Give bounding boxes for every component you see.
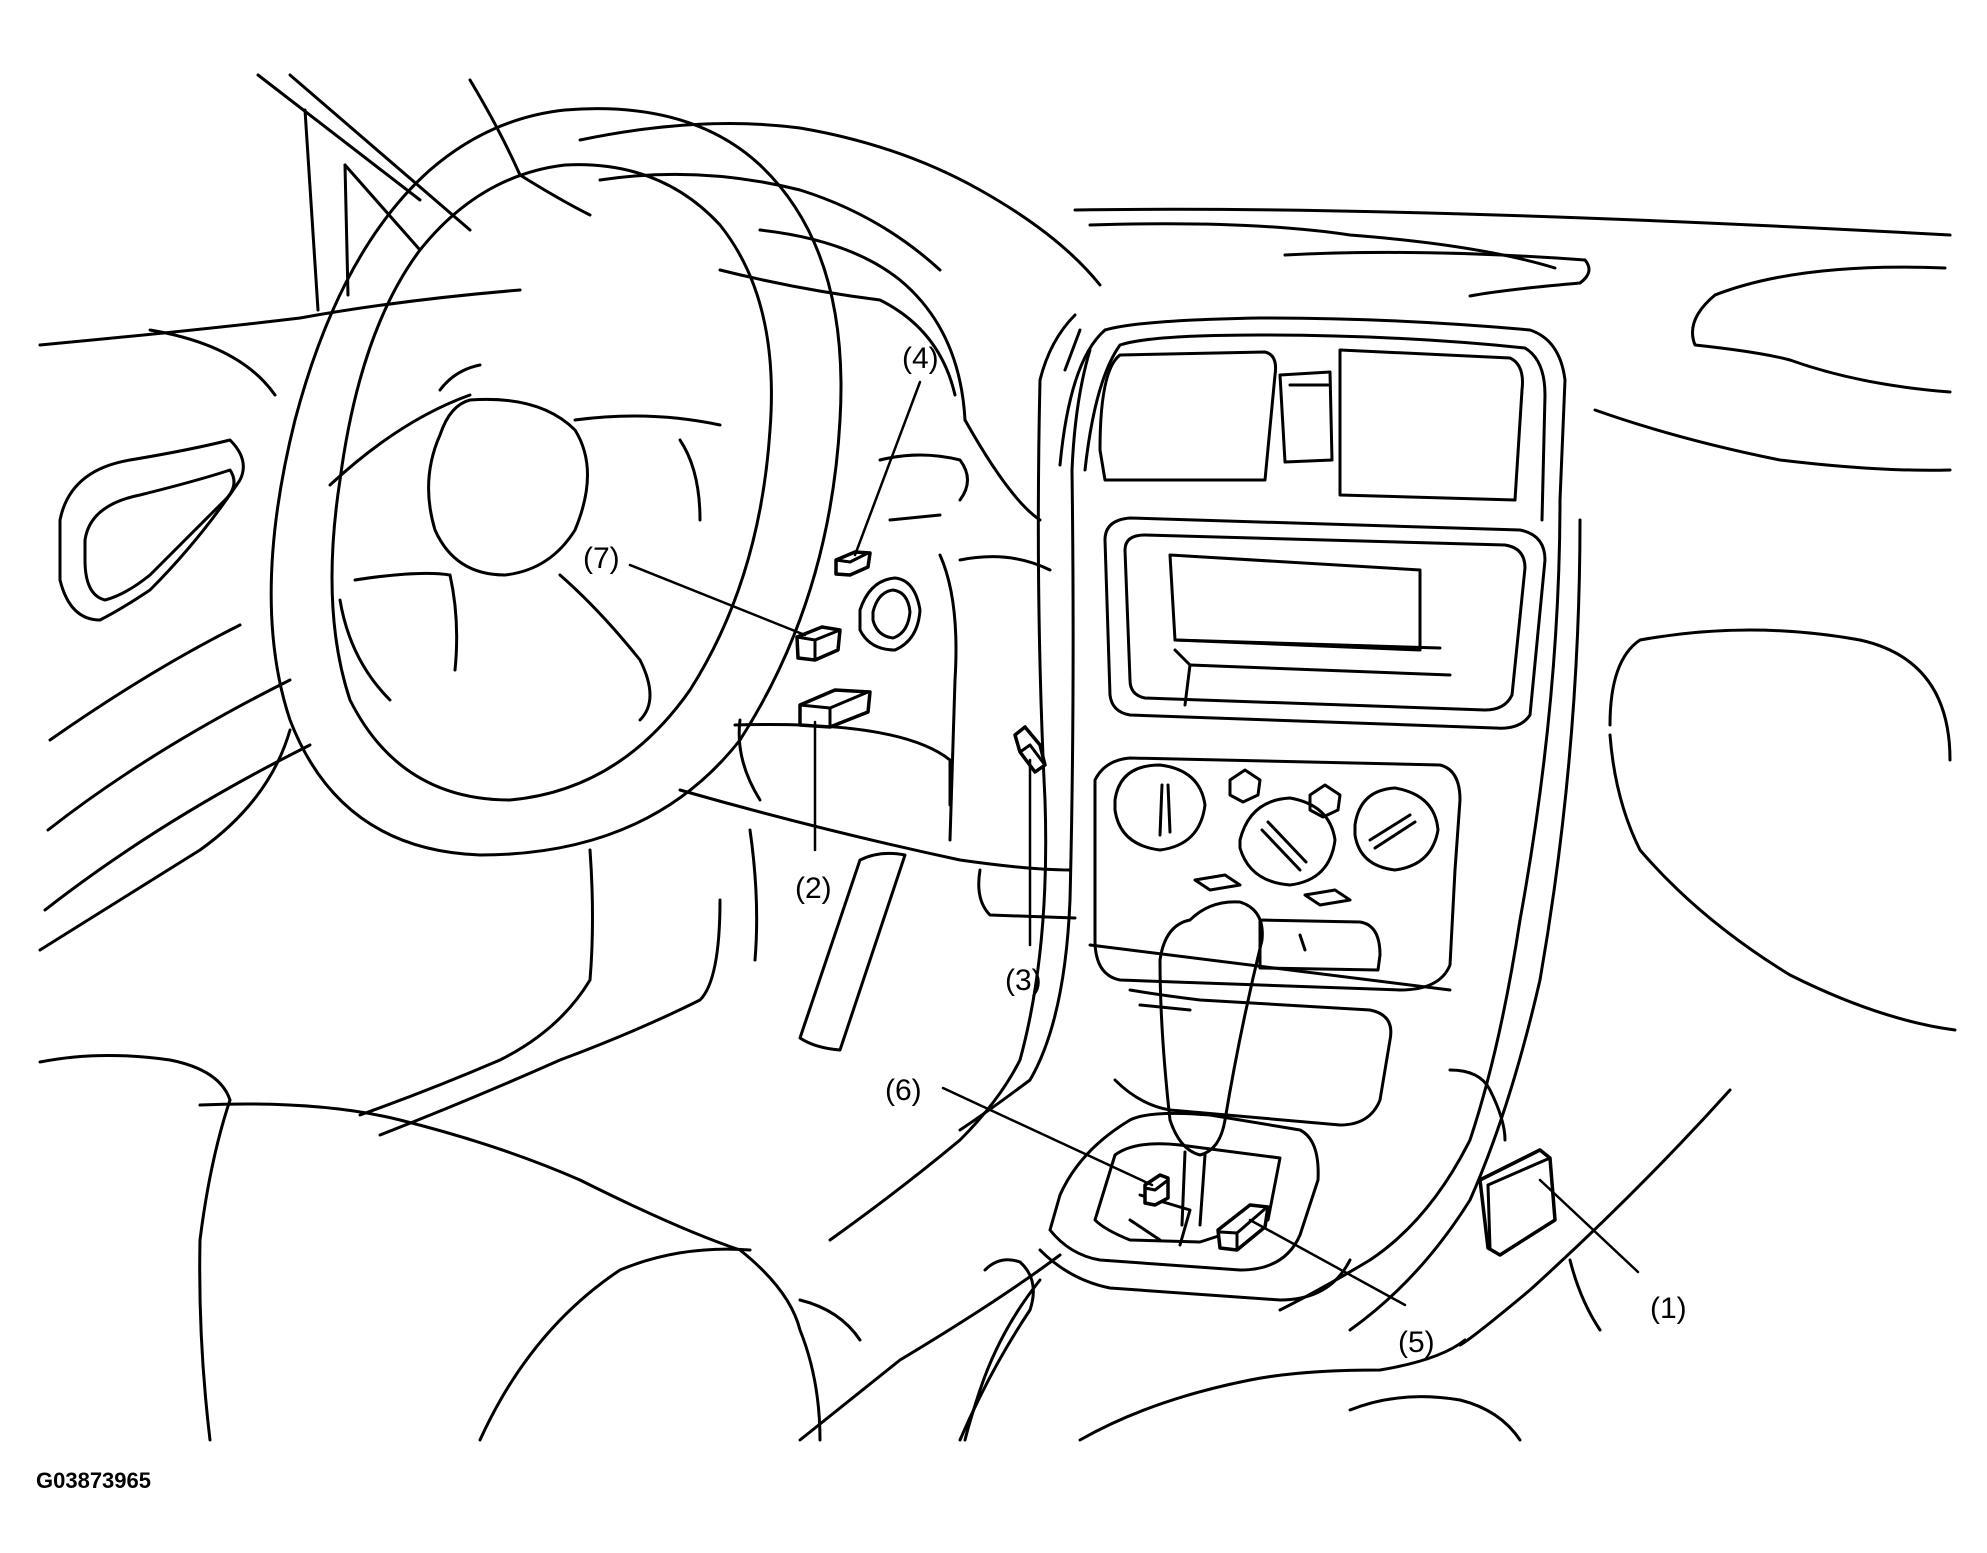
steering-wheel <box>269 107 843 857</box>
passenger-area <box>1078 628 1957 1442</box>
part-2-module <box>798 688 872 729</box>
callout-5: (5) <box>1398 1326 1435 1359</box>
callout-1: (1) <box>1650 1292 1687 1325</box>
leader-5 <box>1248 1218 1407 1307</box>
instrument-cluster <box>678 228 1077 920</box>
part-1-control-unit <box>1478 1148 1557 1257</box>
part-3-connector <box>1013 725 1047 774</box>
center-stack <box>798 313 1582 1442</box>
callout-labels: (1) (2) (3) (4) (5) (6) (7) <box>583 342 1687 1359</box>
part-5-switch <box>1216 1203 1270 1252</box>
callout-3: (3) <box>1005 964 1042 997</box>
leader-7 <box>628 563 807 637</box>
callout-4: (4) <box>902 342 939 375</box>
callout-6: (6) <box>885 1074 922 1107</box>
part-6-switch <box>1143 1173 1170 1207</box>
footwell <box>38 728 907 1137</box>
figure-id: G03873965 <box>36 1468 151 1493</box>
callout-7: (7) <box>583 542 620 575</box>
leader-4 <box>853 380 922 557</box>
part-7-connector <box>795 625 842 662</box>
part-4-connector <box>834 550 872 577</box>
leader-lines <box>628 380 1640 1307</box>
callout-2: (2) <box>795 872 832 905</box>
leader-6 <box>941 1086 1154 1187</box>
leader-1 <box>1538 1178 1640 1274</box>
a-pillar <box>256 73 592 312</box>
driver-seat <box>38 1053 862 1442</box>
left-door-vent <box>43 438 312 912</box>
dashboard-top <box>38 122 1952 472</box>
